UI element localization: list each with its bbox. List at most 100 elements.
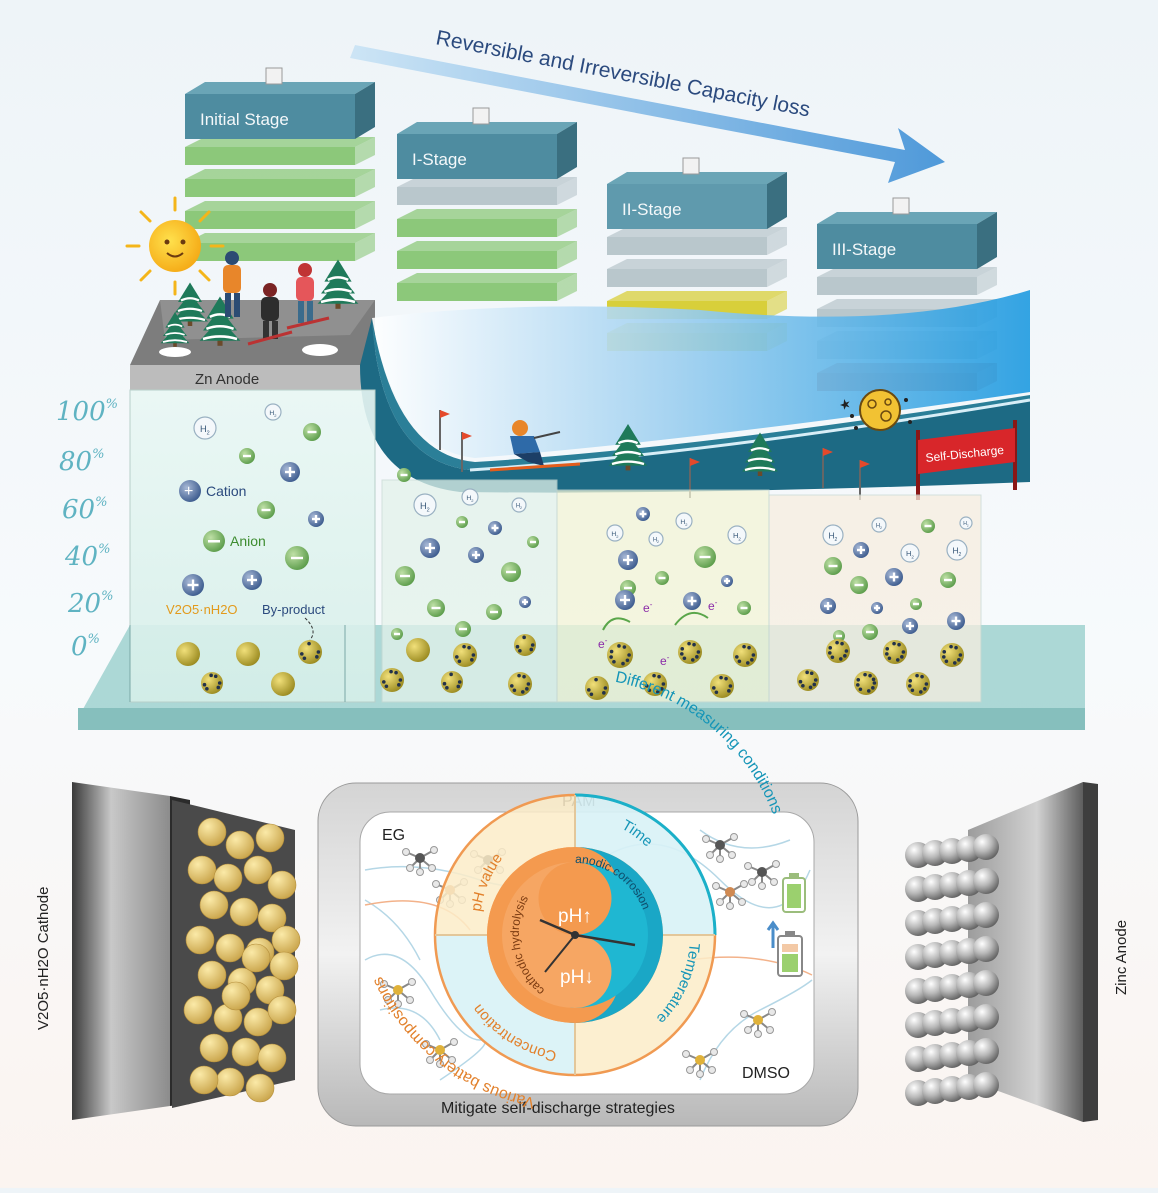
anion-icon (285, 546, 309, 570)
skier-group-icon (223, 251, 330, 346)
stage-label: II-Stage (622, 200, 682, 219)
solvent-molecule-icon (702, 833, 738, 863)
ph-down-label: pH↓ (560, 967, 594, 988)
slope-flag-icon (461, 432, 472, 472)
cation-icon (615, 590, 635, 610)
cathode-particle (176, 642, 200, 666)
zinc-anode-plate: Zinc Anode (905, 782, 1130, 1122)
anion-icon (501, 562, 521, 582)
svg-text:2: 2 (738, 536, 741, 541)
svg-text:H: H (611, 531, 616, 538)
anion-icon (395, 566, 415, 586)
anion-icon (694, 546, 716, 568)
strategies-label: Mitigate self-discharge strategies (441, 1100, 675, 1117)
svg-text:H: H (269, 410, 274, 417)
stage-label: I-Stage (412, 150, 467, 169)
cathode-particle (380, 668, 404, 692)
cation-icon (871, 602, 883, 614)
zn-anode-label: Zn Anode (195, 371, 259, 388)
cathode-particle (201, 672, 223, 694)
cathode-particle (854, 671, 878, 695)
svg-text:H: H (733, 531, 739, 540)
sun-icon (125, 196, 225, 296)
solvent-molecule-icon (380, 978, 416, 1008)
slope-flag-icon (822, 448, 833, 488)
electron-label: e- (708, 598, 718, 613)
pine-tree-icon (160, 312, 190, 347)
solvent-molecule-icon (744, 860, 780, 890)
slope-flag-icon (859, 460, 870, 500)
percent-tick: 20% (67, 589, 113, 619)
cation-icon (182, 574, 204, 596)
capacity-percent-axis: 100%80%60%40%20%0% (56, 397, 118, 662)
anion-icon (850, 576, 868, 594)
anion-icon (527, 536, 539, 548)
cation-icon (902, 618, 918, 634)
svg-text:H: H (829, 531, 835, 541)
svg-text:H: H (680, 519, 685, 526)
pine-tree-icon (742, 432, 778, 476)
ph-up-label: pH↑ (558, 906, 592, 927)
slope-flag-icons (439, 410, 870, 500)
pine-tree-icons (160, 259, 359, 347)
cation-icon (885, 568, 903, 586)
svg-text:H: H (516, 503, 520, 509)
svg-text:2: 2 (520, 506, 522, 510)
svg-text:H: H (200, 424, 207, 434)
svg-text:+: + (184, 483, 193, 500)
solvent-molecule-icon (712, 880, 748, 910)
anion-icon (397, 468, 411, 482)
svg-text:2: 2 (274, 413, 277, 418)
pine-tree-icon (172, 282, 208, 326)
cation-icon (519, 596, 531, 608)
anion-icon (655, 571, 669, 585)
svg-text:2: 2 (657, 540, 659, 544)
cation-legend-icon (179, 480, 201, 502)
battery-icons (766, 873, 806, 977)
cathode-particle (406, 638, 430, 662)
cation-icon (618, 550, 638, 570)
cathode-particle (643, 672, 667, 696)
cation-icon (468, 547, 484, 563)
cathode-particle (906, 672, 930, 696)
cation-icon (488, 521, 502, 535)
solvent-molecule-icon (740, 1008, 776, 1038)
svg-text:H: H (653, 537, 657, 543)
slope-flag-icon (439, 410, 450, 450)
cathode-particle (585, 676, 609, 700)
cathode-particle (940, 643, 964, 667)
anion-icon (824, 557, 842, 575)
cathode-particle-cluster (183, 817, 301, 1103)
anion-icon (303, 423, 321, 441)
svg-text:2: 2 (471, 498, 474, 503)
anion-icon (833, 630, 845, 642)
zinc-sphere-array (905, 834, 999, 1106)
stage-label: III-Stage (832, 240, 896, 259)
solvent-molecule-icon (682, 1048, 718, 1078)
electron-label: e- (643, 600, 653, 615)
cathode-particle (883, 640, 907, 664)
anion-icon (455, 621, 471, 637)
cathode-formula-label: V2O5·nH2O (166, 602, 238, 617)
cathode-particle (271, 672, 295, 696)
anion-icon (921, 519, 935, 533)
downhill-skier-icon (489, 420, 581, 472)
electron-label: e- (598, 636, 608, 651)
cation-icon (636, 507, 650, 521)
anion-icon (427, 599, 445, 617)
cathode-particle (797, 669, 819, 691)
anion-icon (486, 604, 502, 620)
cathode-particle (236, 642, 260, 666)
